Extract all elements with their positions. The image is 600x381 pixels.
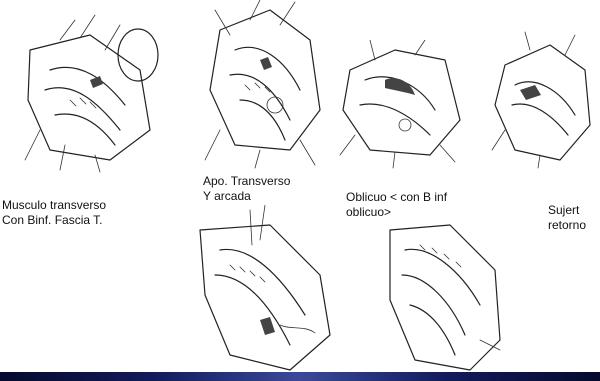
caption-line: retorno bbox=[548, 218, 586, 233]
caption-apo-transverso: Apo. Transverso Y arcada bbox=[203, 174, 290, 204]
surgical-sketch-4 bbox=[490, 30, 595, 170]
surgical-sketch-2 bbox=[190, 0, 340, 170]
caption-line: Y arcada bbox=[203, 189, 290, 204]
caption-line: Con Binf. Fascia T. bbox=[2, 213, 106, 228]
caption-line: Musculo transverso bbox=[2, 198, 106, 213]
surgical-sketch-6 bbox=[380, 210, 505, 375]
surgical-sketch-1 bbox=[20, 10, 170, 175]
caption-line: oblicuo> bbox=[346, 205, 447, 220]
caption-sujert-retorno: Sujert retorno bbox=[548, 203, 586, 233]
caption-oblicuo: Oblicuo < con B inf oblicuo> bbox=[346, 190, 447, 220]
caption-line: Sujert bbox=[548, 203, 586, 218]
illustration-panel: Musculo transverso Con Binf. Fascia T. A… bbox=[0, 0, 600, 372]
surgical-sketch-3 bbox=[335, 40, 470, 170]
caption-line: Apo. Transverso bbox=[203, 174, 290, 189]
surgical-sketch-5 bbox=[190, 205, 340, 375]
caption-line: Oblicuo < con B inf bbox=[346, 190, 447, 205]
caption-musculo-transverso: Musculo transverso Con Binf. Fascia T. bbox=[2, 198, 106, 228]
